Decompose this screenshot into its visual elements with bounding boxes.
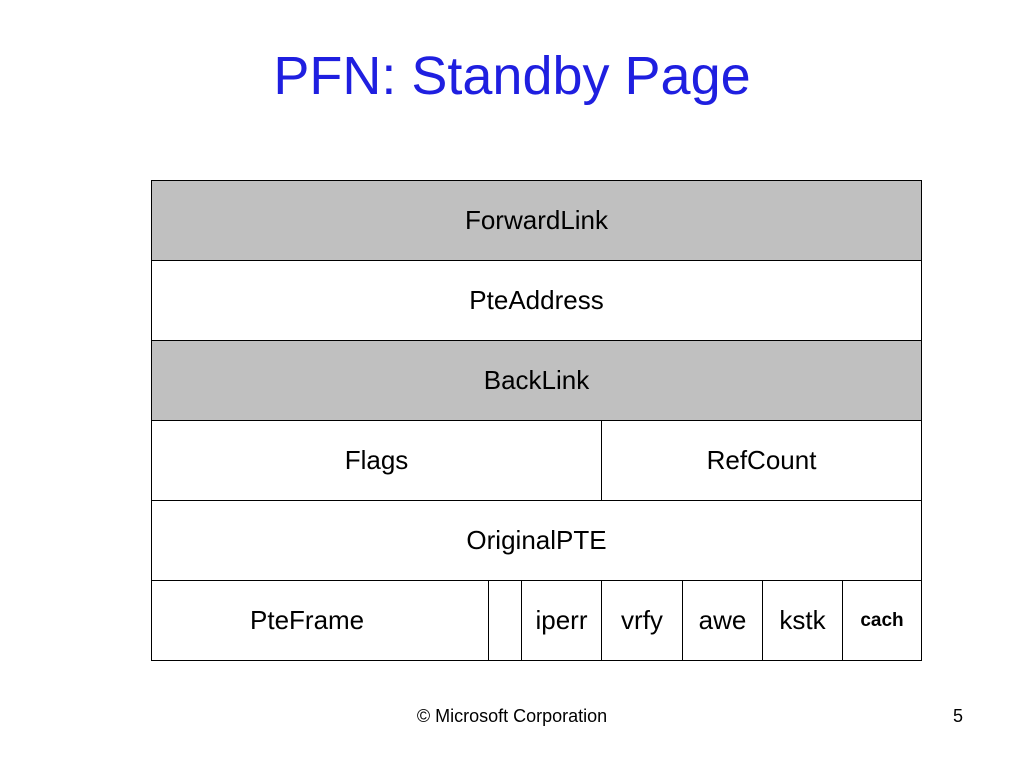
field-forwardlink: ForwardLink <box>150 180 923 261</box>
field-kstk: kstk <box>762 580 843 661</box>
pfn-structure-table: ForwardLink PteAddress BackLink Flags Re… <box>150 180 923 661</box>
field-pteframe: PteFrame <box>151 580 489 661</box>
field-empty <box>488 580 522 661</box>
page-number: 5 <box>952 706 963 726</box>
copyright-footer: © Microsoft Corporation <box>416 706 608 726</box>
pfn-row-flags-refcount: Flags RefCount <box>151 420 923 501</box>
slide-title: PFN: Standby Page <box>273 46 751 106</box>
field-backlink: BackLink <box>150 340 923 421</box>
field-awe: awe <box>682 580 763 661</box>
pfn-row-backlink: BackLink <box>150 340 923 421</box>
field-refcount: RefCount <box>600 420 923 501</box>
field-vrfy: vrfy <box>601 580 683 661</box>
field-cach: cach <box>841 580 923 661</box>
pfn-row-forwardlink: ForwardLink <box>150 180 923 261</box>
field-flags: Flags <box>151 420 602 501</box>
pfn-row-pteaddress: PteAddress <box>150 260 923 341</box>
pfn-row-pteframe-bits: PteFrame iperr vrfy awe kstk cach <box>151 580 923 661</box>
field-originalpte: OriginalPTE <box>150 500 923 581</box>
field-iperr: iperr <box>521 580 602 661</box>
pfn-row-originalpte: OriginalPTE <box>150 500 923 581</box>
field-pteaddress: PteAddress <box>150 260 923 341</box>
